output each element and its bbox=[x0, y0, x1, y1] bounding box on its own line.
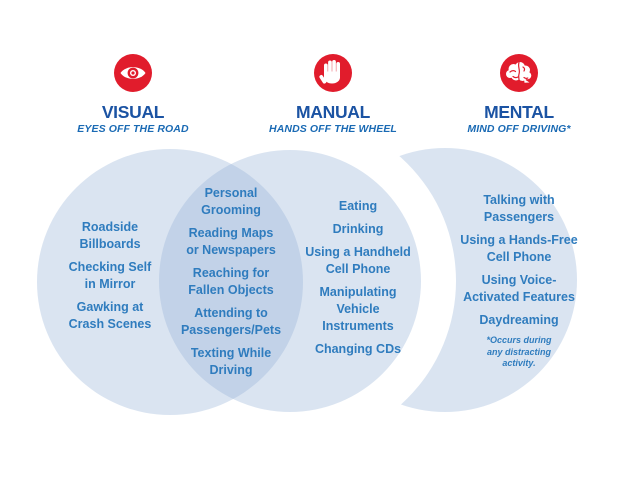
list-item: Using a Handheld Cell Phone bbox=[305, 245, 411, 276]
manual-only-list: Eating Drinking Using a Handheld Cell Ph… bbox=[288, 198, 428, 364]
header-mental: MENTAL MIND OFF DRIVING* bbox=[414, 54, 624, 136]
footnote: *Occurs during any distracting activity. bbox=[486, 335, 552, 368]
manual-title: MANUAL bbox=[295, 102, 371, 122]
manual-subtitle: HANDS OFF THE WHEEL bbox=[269, 123, 397, 135]
list-item: Changing CDs bbox=[314, 342, 402, 356]
list-item: Daydreaming bbox=[479, 313, 559, 327]
header-visual: VISUAL EYES OFF THE ROAD bbox=[28, 54, 238, 136]
list-item: Manipulating Vehicle Instruments bbox=[319, 285, 397, 333]
list-item: Eating bbox=[338, 199, 378, 213]
list-item: Reading Maps or Newspapers bbox=[186, 226, 276, 257]
eye-icon bbox=[114, 54, 152, 92]
list-item: Using Voice- Activated Features bbox=[463, 273, 575, 304]
list-item: Drinking bbox=[332, 222, 384, 236]
list-item: Talking with Passengers bbox=[483, 193, 555, 224]
visual-subtitle: EYES OFF THE ROAD bbox=[77, 123, 189, 135]
visual-only-list: Roadside Billboards Checking Self in Mir… bbox=[50, 219, 170, 339]
visual-manual-overlap-list: Personal Grooming Reading Maps or Newspa… bbox=[156, 185, 306, 385]
list-item: Texting While Driving bbox=[190, 346, 272, 377]
list-item: Personal Grooming bbox=[201, 186, 261, 217]
visual-title: VISUAL bbox=[101, 102, 165, 122]
list-item: Checking Self in Mirror bbox=[68, 260, 152, 291]
mental-only-list: Talking with Passengers Using a Hands-Fr… bbox=[434, 192, 604, 370]
brain-icon bbox=[500, 54, 538, 92]
list-item: Gawking at Crash Scenes bbox=[68, 300, 152, 331]
venn-halo-separator bbox=[124, 115, 456, 447]
venn-circle-manual bbox=[159, 150, 421, 412]
hand-icon bbox=[314, 54, 352, 92]
list-item: Using a Hands-Free Cell Phone bbox=[460, 233, 578, 264]
list-item: Attending to Passengers/Pets bbox=[180, 306, 282, 337]
mental-subtitle: MIND OFF DRIVING* bbox=[467, 123, 571, 135]
header-manual: MANUAL HANDS OFF THE WHEEL bbox=[228, 54, 438, 136]
venn-circle-visual bbox=[37, 149, 303, 415]
mental-title: MENTAL bbox=[484, 102, 554, 122]
list-item: Roadside Billboards bbox=[79, 220, 141, 251]
list-item: Reaching for Fallen Objects bbox=[188, 266, 274, 297]
